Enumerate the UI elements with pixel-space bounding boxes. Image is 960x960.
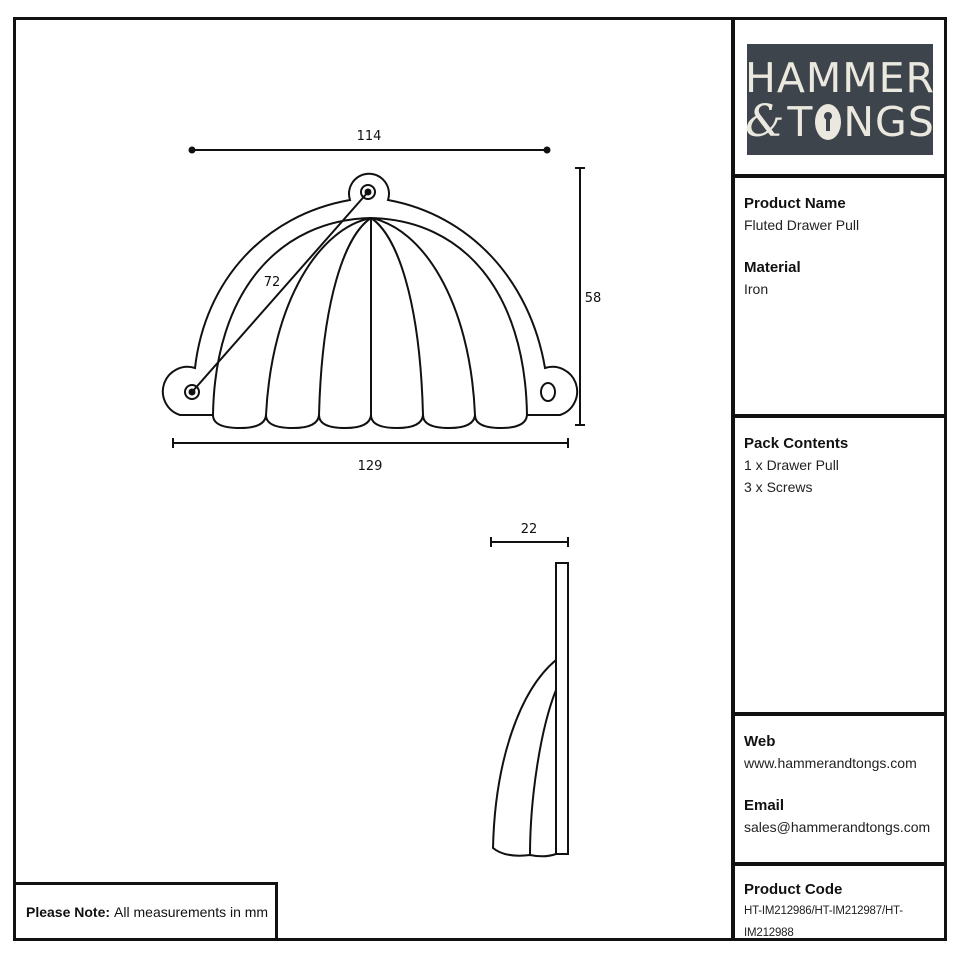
logo-panel: HAMMER & T NGS (735, 20, 944, 174)
material-value: Iron (744, 281, 769, 297)
screw-hole-left (184, 384, 200, 400)
contact-panel: Web www.hammerandtongs.com Email sales@h… (735, 716, 944, 862)
email-link[interactable]: sales@hammerandtongs.com (744, 819, 931, 835)
sidebar-divider (731, 20, 735, 938)
technical-drawing (161, 146, 585, 858)
logo-text-hammer: HAMMER (744, 53, 936, 102)
info-sidebar: HAMMER & T NGS Product Name Fluted Drawe… (735, 20, 944, 939)
brand-logo: HAMMER & T NGS (744, 44, 936, 155)
logo-letter-t: T (787, 97, 814, 146)
product-name: Fluted Drawer Pull (744, 217, 860, 233)
pack-item: 3 x Screws (744, 479, 813, 495)
outer-outline (161, 172, 579, 416)
pack-item: 1 x Drawer Pull (744, 457, 839, 473)
web-label: Web (744, 733, 776, 750)
product-name-label: Product Name (744, 195, 846, 212)
dim-label-114: 114 (357, 129, 382, 144)
spec-sheet: 114 72 58 129 22 Please Note: All measur… (13, 17, 947, 941)
screw-hole-right (540, 382, 556, 402)
separator (735, 712, 944, 716)
side-view-backplate (555, 562, 569, 855)
drawing-area: 114 72 58 129 22 Please Note: All measur… (13, 20, 731, 941)
separator (735, 414, 944, 418)
side-view-cup (491, 659, 557, 858)
material-label: Material (744, 259, 801, 276)
dimension-line-72 (191, 191, 369, 393)
product-code-value: HT-IM212986/HT-IM212987/HT-IM212988 (744, 905, 903, 939)
screw-hole-top (360, 184, 376, 200)
measurement-note: Please Note: All measurements in mm (13, 882, 278, 941)
note-text: All measurements in mm (114, 903, 269, 920)
dim-label-22: 22 (521, 522, 538, 537)
note-label: Please Note: (26, 903, 111, 920)
dim-label-58: 58 (585, 291, 602, 306)
dim-label-129: 129 (358, 459, 383, 474)
separator (735, 174, 944, 178)
web-link[interactable]: www.hammerandtongs.com (744, 755, 917, 771)
pack-contents-label: Pack Contents (744, 435, 849, 452)
product-code-label: Product Code (744, 881, 843, 898)
product-code-panel: Product Code HT-IM212986/HT-IM212987/HT-… (735, 866, 944, 939)
logo-text-ngs: NGS (843, 97, 935, 146)
pack-panel: Pack Contents 1 x Drawer Pull 3 x Screws (735, 418, 944, 712)
separator (735, 862, 944, 866)
logo-ampersand: & (745, 95, 786, 147)
product-panel: Product Name Fluted Drawer Pull Material… (735, 178, 944, 414)
email-label: Email (744, 797, 785, 814)
dim-label-72: 72 (264, 275, 281, 290)
keyhole-icon (815, 103, 842, 140)
